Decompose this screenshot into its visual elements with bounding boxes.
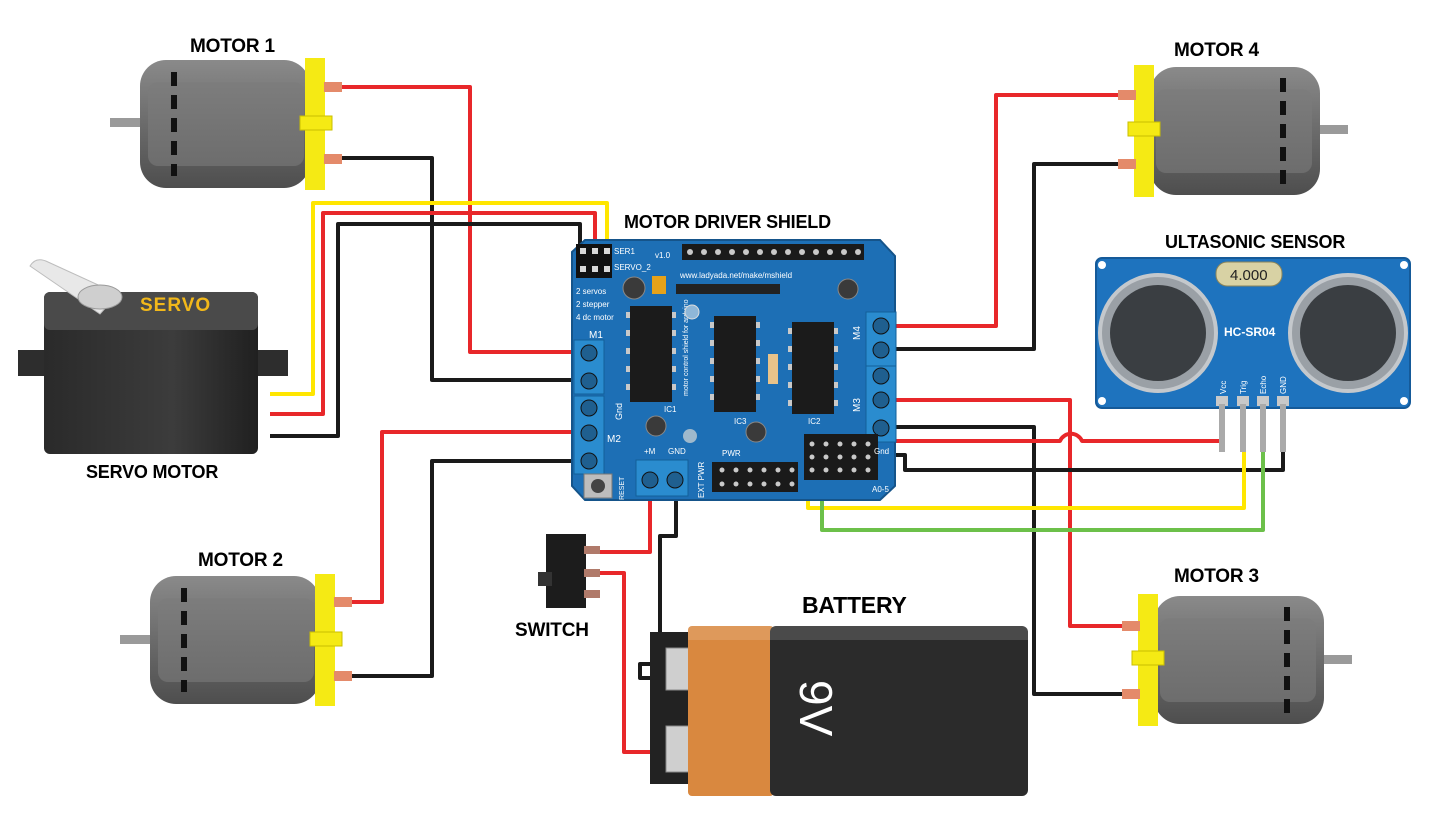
- shield-url: www.ladyada.net/make/mshield: [679, 271, 792, 280]
- shield-ext-pwr: EXT PWR: [697, 461, 706, 498]
- sensor-display: 4.000: [1230, 267, 1268, 284]
- label-motor-driver-shield: MOTOR DRIVER SHIELD: [624, 212, 831, 232]
- battery-voltage: 9V: [790, 680, 842, 737]
- switch: [538, 534, 600, 608]
- shield-port-m1: M1: [589, 330, 603, 341]
- label-motor-1: MOTOR 1: [190, 36, 275, 57]
- shield-analog: A0-5: [872, 485, 889, 494]
- label-ultrasonic-sensor: ULTASONIC SENSOR: [1165, 232, 1346, 252]
- sensor-pin-gnd: GND: [1279, 376, 1288, 394]
- shield-chip-3: IC3: [734, 417, 747, 426]
- sensor-pin-echo: Echo: [1259, 375, 1268, 394]
- motor-4: [1118, 65, 1348, 197]
- wire-motor4-black: [895, 162, 1120, 351]
- shield-servo-header-2: SERVO_2: [614, 263, 651, 272]
- shield-port-m2: M2: [607, 434, 621, 445]
- label-servo-motor: SERVO MOTOR: [86, 462, 219, 482]
- wire-motor2-red: [346, 430, 580, 604]
- shield-gnd-left: Gnd: [614, 403, 624, 420]
- shield-power-pin-gnd: GND: [668, 447, 686, 456]
- shield-servo-header-1: SER1: [614, 247, 635, 256]
- shield-note-3: 4 dc motor: [576, 313, 614, 322]
- shield-reset: RESET: [619, 476, 626, 500]
- label-motor-2: MOTOR 2: [198, 550, 283, 571]
- shield-note-2: 2 stepper: [576, 300, 610, 309]
- shield-tagline: motor control shield for arduino: [683, 299, 690, 396]
- shield-gnd-right: Gnd: [874, 447, 889, 456]
- motor-1: [110, 58, 342, 190]
- wire-motor4-red: [895, 93, 1120, 328]
- label-motor-4: MOTOR 4: [1174, 40, 1259, 61]
- shield-chip-2: IC2: [808, 417, 821, 426]
- servo-motor: SERVO: [18, 259, 288, 454]
- battery: 9V: [650, 626, 1028, 796]
- ultrasonic-sensor: 4.000 HC-SR04 Vcc Trig Echo GND: [1095, 257, 1411, 452]
- shield-version: v1.0: [655, 251, 671, 260]
- shield-port-m3: M3: [852, 398, 863, 412]
- sensor-pin-trig: Trig: [1239, 381, 1248, 394]
- wire-motor1-black: [340, 156, 580, 382]
- wire-sensor-vcc-red: [868, 402, 1224, 443]
- servo-body-text: SERVO: [140, 295, 211, 316]
- shield-jumper: PWR: [722, 449, 741, 458]
- shield-chip-1: IC1: [664, 405, 677, 414]
- shield-note-1: 2 servos: [576, 287, 606, 296]
- sensor-pin-vcc: Vcc: [1219, 381, 1228, 394]
- wire-switch-red: [600, 496, 652, 554]
- motor-3: [1122, 594, 1352, 726]
- wire-motor2-black: [346, 459, 580, 678]
- wire-servo-black: [270, 222, 582, 438]
- shield-power-pin-m: +M: [644, 447, 656, 456]
- wire-motor3-black: [895, 425, 1124, 696]
- wire-battery-red: [600, 571, 652, 754]
- sensor-model: HC-SR04: [1224, 325, 1276, 339]
- label-battery: BATTERY: [802, 592, 907, 618]
- label-switch: SWITCH: [515, 620, 589, 641]
- motor-2: [120, 574, 352, 706]
- shield-port-m4: M4: [852, 326, 863, 340]
- label-motor-3: MOTOR 3: [1174, 566, 1259, 587]
- motor-driver-shield: SER1 SERVO_2 v1.0 www.ladyada.net/make/m…: [571, 239, 897, 501]
- wire-servo-yellow: [270, 201, 609, 396]
- wire-servo-red: [270, 211, 597, 416]
- wire-motor1-red: [340, 85, 580, 354]
- wire-motor3-red: [895, 398, 1124, 628]
